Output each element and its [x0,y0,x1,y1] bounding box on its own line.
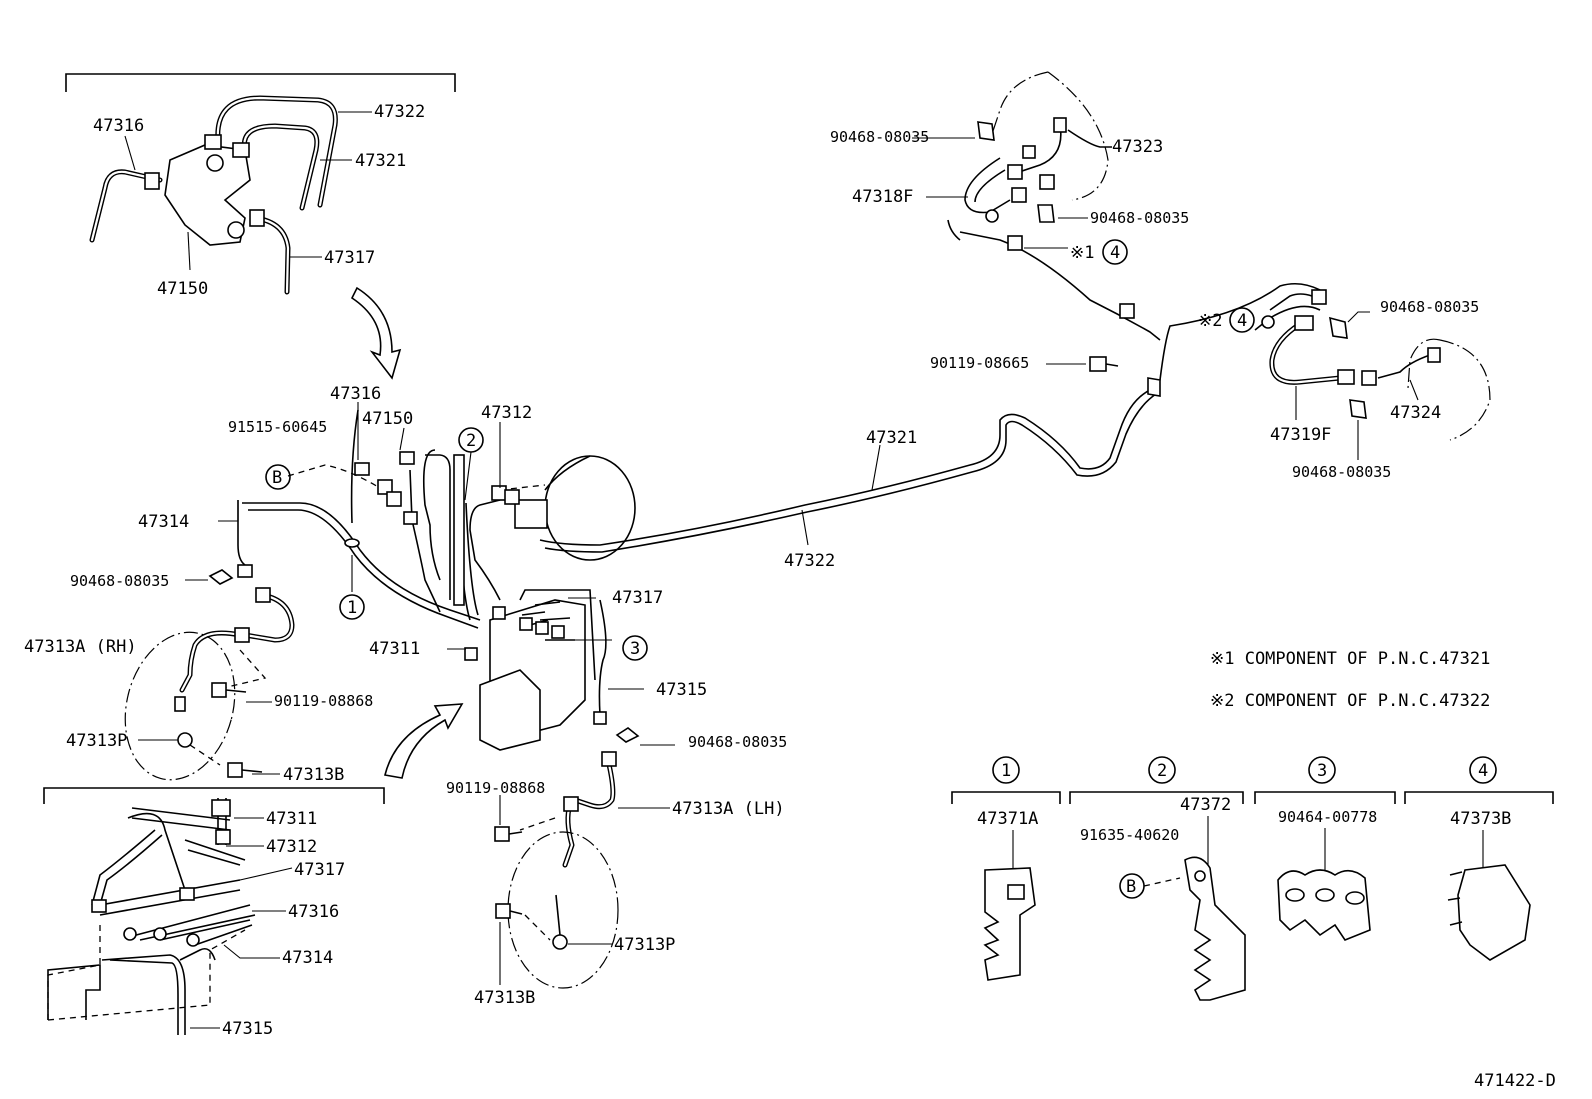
label-90468-08035-tr-d: 90468-08035 [1292,463,1391,481]
label-90119-08868-mid: 90119-08868 [446,779,545,797]
label-47312-inset: 47312 [266,837,317,857]
label-90468-08035-left: 90468-08035 [70,572,169,590]
note-1: ※1 COMPONENT OF P.N.C.47321 [1210,649,1490,669]
diagram-code: 471422-D [1474,1071,1556,1091]
label-47315-main: 47315 [656,680,707,700]
label-47317-main: 47317 [612,588,663,608]
inset-valve-group: 47322 47316 47321 47317 47150 [65,73,456,299]
legend-header-1: 1 [1001,761,1011,781]
label-47311-inset: 47311 [266,809,317,829]
front-lh-group: 90119-08868 90468-08035 47313A (LH) 4731… [446,727,787,1008]
label-47313a-lh: 47313A (LH) [672,799,785,819]
label-47315-inset: 47315 [222,1019,273,1039]
front-rh-group: 90468-08035 47313A (RH) 90119-08868 4731… [24,500,373,785]
clamp-legend: 1 2 3 4 47371A 47372 91635-40620 B 90464… [951,756,1554,1001]
callout-4-tr: 4 [1110,243,1120,263]
label-90119-08868-left: 90119-08868 [274,692,373,710]
legend-part-91635-40620: 91635-40620 [1080,826,1179,844]
label-47313b-right: 47313B [474,988,535,1008]
label-47316-inset-bl: 47316 [288,902,339,922]
callout-4-r: 4 [1237,311,1247,331]
legend-header-2: 2 [1157,761,1167,781]
legend-part-47371a: 47371A [977,809,1038,829]
label-47317-inset-bl: 47317 [294,860,345,880]
label-90468-08035-tr-c: 90468-08035 [1380,298,1479,316]
label-47322-main: 47322 [784,551,835,571]
callout-1-main: 1 [347,598,357,618]
legend-callout-b: B [1126,877,1136,897]
label-47312-main: 47312 [481,403,532,423]
label-47319f: 47319F [1270,425,1331,445]
label-91515-60645: 91515-60645 [228,418,327,436]
label-47321-inset: 47321 [355,151,406,171]
legend-header-3: 3 [1317,761,1327,781]
label-47314-main: 47314 [138,512,189,532]
label-47321-main: 47321 [866,428,917,448]
label-47316-inset: 47316 [93,116,144,136]
label-47313b-left: 47313B [283,765,344,785]
legend-part-47373b: 47373B [1450,809,1511,829]
callout-b-main: B [272,468,282,488]
rear-lower-group: 90468-08035 ※2 4 47319F 47324 90468-0803… [1198,289,1491,481]
main-assembly: 47316 47150 91515-60645 47312 47314 4731… [138,282,1321,751]
label-47316-main: 47316 [330,384,381,404]
label-90468-08035-tr-b: 90468-08035 [1090,209,1189,227]
label-47322-inset: 47322 [374,102,425,122]
label-47313p-left: 47313P [66,731,127,751]
note-2: ※2 COMPONENT OF P.N.C.47322 [1210,691,1490,711]
label-47313a-rh: 47313A (RH) [24,637,137,657]
callout-2-main: 2 [466,431,476,451]
label-47150-main: 47150 [362,409,413,429]
label-90468-08035-tr-a: 90468-08035 [830,128,929,146]
label-47317-inset: 47317 [324,248,375,268]
callout-note2-mark-r: ※2 [1198,311,1222,331]
label-47314-inset: 47314 [282,948,333,968]
label-47150-inset: 47150 [157,279,208,299]
label-47318f: 47318F [852,187,913,207]
arrow-to-actuator [384,703,464,779]
label-47324: 47324 [1390,403,1441,423]
legend-part-47372: 47372 [1180,795,1231,815]
legend-part-90464-00778: 90464-00778 [1278,808,1377,826]
rear-upper-group: 90468-08035 47323 47318F 90468-08035 ※1 … [830,71,1189,397]
label-47313p-right: 47313P [614,935,675,955]
callout-note1-mark-tr: ※1 [1070,243,1094,263]
inset-actuator-lines: 47311 47312 47317 47316 47314 47315 [43,787,385,1039]
label-90119-08665: 90119-08665 [930,354,1029,372]
label-47311-main: 47311 [369,639,420,659]
label-47323: 47323 [1112,137,1163,157]
callout-3-main: 3 [630,639,640,659]
label-90468-08035-mid: 90468-08035 [688,733,787,751]
legend-header-4: 4 [1478,761,1488,781]
arrow-to-valve [350,286,402,380]
